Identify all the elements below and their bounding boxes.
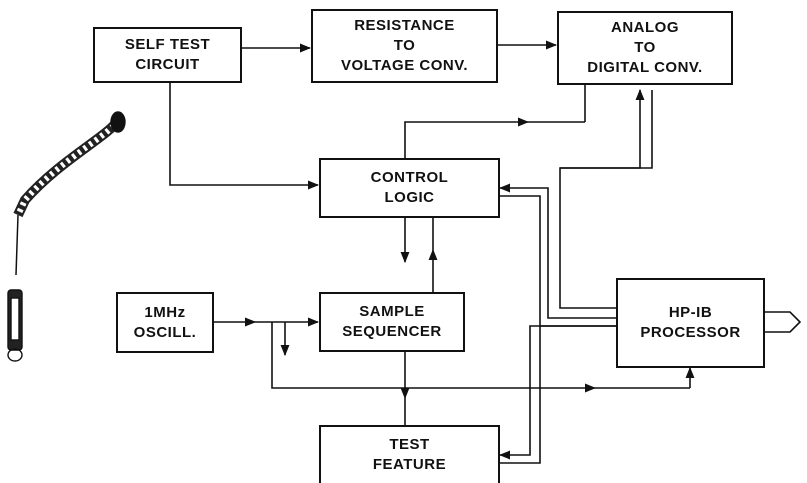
test-feature-block: TEST FEATURE [319, 425, 500, 483]
sequencer-line1: SAMPLE [359, 303, 425, 320]
test-feature-line2: FEATURE [372, 456, 447, 473]
resistance-to-voltage-block: RESISTANCE TO VOLTAGE CONV. [311, 9, 498, 83]
temperature-probe-icon [7, 111, 126, 362]
control-line2: LOGIC [384, 189, 435, 206]
bus-hpib-to-control-outer [498, 183, 616, 319]
self-test-line1: SELF TEST [124, 36, 211, 53]
self-test-circuit-block: SELF TEST CIRCUIT [93, 27, 242, 83]
wire-selftest-to-control [169, 83, 320, 190]
bus-hpib-to-testfeature [498, 325, 616, 460]
sequencer-line2: SEQUENCER [342, 323, 442, 340]
resistance-line2: TO [393, 37, 416, 54]
analog-line1: ANALOG [611, 19, 679, 36]
control-line1: CONTROL [370, 169, 449, 186]
analog-line2: TO [634, 39, 656, 56]
analog-to-digital-block: ANALOG TO DIGITAL CONV. [557, 11, 733, 85]
control-logic-block: CONTROL LOGIC [319, 158, 500, 218]
oscillator-block: 1MHz OSCILL. [116, 292, 214, 353]
test-feature-line1: TEST [389, 436, 430, 453]
sample-sequencer-block: SAMPLE SEQUENCER [319, 292, 465, 352]
resistance-line1: RESISTANCE [354, 17, 455, 34]
hpib-line2: PROCESSOR [640, 324, 741, 341]
resistance-line3: VOLTAGE CONV. [340, 57, 469, 74]
hpib-line1: HP-IB [668, 304, 713, 321]
oscill-line2: OSCILL. [133, 323, 197, 341]
wire-control-to-analog [404, 117, 530, 158]
bus-hpib-output [765, 311, 802, 333]
analog-line3: DIGITAL CONV. [587, 59, 703, 76]
self-test-line2: CIRCUIT [135, 56, 200, 73]
hpib-processor-block: HP-IB PROCESSOR [616, 278, 765, 368]
oscill-line1: 1MHz [144, 303, 186, 321]
